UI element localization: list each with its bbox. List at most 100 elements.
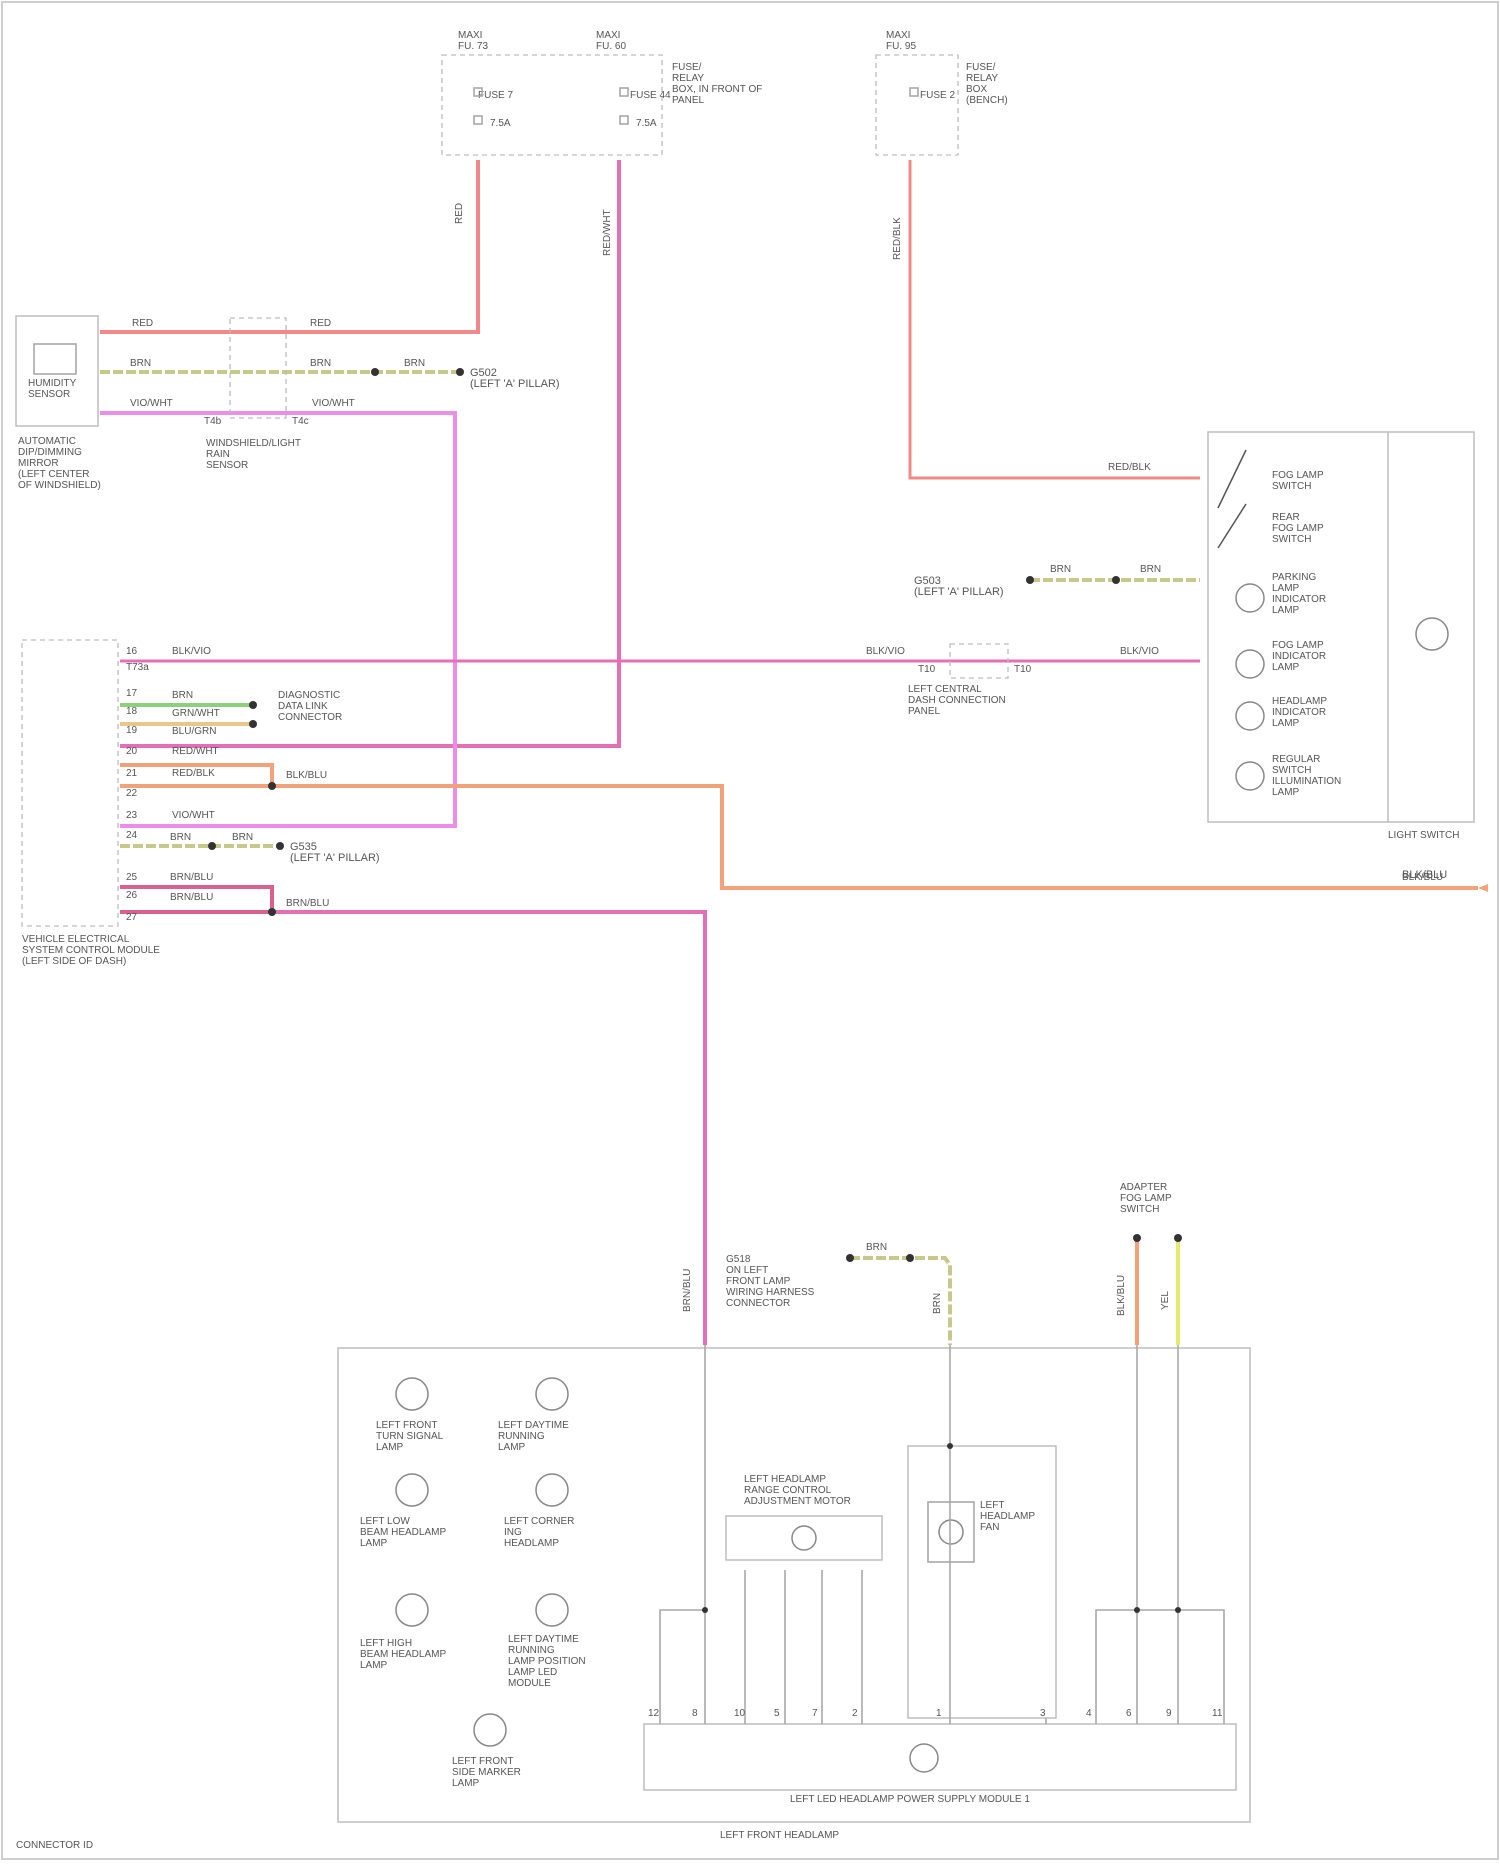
pin-p12: 11 <box>1212 1708 1223 1719</box>
light-switch-caption: LIGHT SWITCH <box>1388 830 1459 841</box>
power-module-caption: LEFT LED HEADLAMP POWER SUPPLY MODULE 1 <box>790 1794 1030 1805</box>
wire-label-m3: BLU/GRN <box>172 726 216 737</box>
wire-label-right-vert: RED/BLK <box>892 217 903 260</box>
wire-label-bottom-vert: BRN/BLU <box>682 1269 693 1312</box>
wire-label-right-brn-b: BRN <box>1140 564 1161 575</box>
wire-label-m9: BRN <box>232 832 253 843</box>
pin-p10: 6 <box>1126 1708 1132 1719</box>
pin-p2: 8 <box>692 1708 698 1719</box>
pin-p8: 3 <box>1040 1708 1046 1719</box>
rear-fog-switch-contact-icon <box>1218 504 1246 548</box>
pin-c2: T4c <box>292 416 309 427</box>
turn-signal-lamp-icon <box>396 1378 428 1410</box>
fuse-2-row1: FUSE 44 <box>630 90 671 101</box>
parking-lamp-icon <box>1236 584 1264 612</box>
high-beam-lamp-icon <box>396 1594 428 1626</box>
fuse-3-heading: MAXIFU. 95 <box>886 30 916 52</box>
wire-label-blkvio-mid: BLK/VIO <box>866 646 905 657</box>
cornering-lamp-icon <box>536 1474 568 1506</box>
internal-wiring <box>660 1345 1224 1724</box>
wire-label-m8: BRN <box>170 832 191 843</box>
wire-label-red-splice: RED <box>310 318 331 329</box>
wire-label-blkvio-right: BLK/VIO <box>1120 646 1159 657</box>
wire-label-vio-2: VIO/WHT <box>312 398 355 409</box>
lamp-3: LEFT LOWBEAM HEADLAMPLAMP <box>360 1516 446 1549</box>
pin-m12: 26 <box>126 890 138 901</box>
fan-caption: LEFTHEADLAMPFAN <box>980 1500 1035 1533</box>
fuse-2-row2: 7.5A <box>636 118 657 129</box>
wire-label-right-switch: RED/BLK <box>1108 462 1151 473</box>
wire-label-m6: BLK/BLU <box>286 770 327 781</box>
wire-label-red-top: RED <box>454 203 465 224</box>
pin-p7: 1 <box>936 1708 942 1719</box>
adapter-node-2 <box>1174 1234 1182 1242</box>
headlamp-indicator-icon <box>1236 702 1264 730</box>
wire-label-bottom-brn: BRN <box>866 1242 887 1253</box>
wire-label-red-sensor: RED <box>132 318 153 329</box>
pin-ic1: T10 <box>918 664 936 675</box>
pin-ic2: T10 <box>1014 664 1032 675</box>
ground-3: G535(LEFT 'A' PILLAR) <box>290 841 380 864</box>
position-lamp-icon <box>536 1594 568 1626</box>
fan-icon <box>939 1520 963 1544</box>
pin-p4: 5 <box>774 1708 780 1719</box>
side-marker-lamp-icon <box>474 1714 506 1746</box>
wire-label-m10: BRN/BLU <box>170 872 213 883</box>
wire-label-brn-1: BRN <box>130 358 151 369</box>
splice-node <box>371 368 379 376</box>
fog-lamp-indicator-icon <box>1236 650 1264 678</box>
wire-red-blk <box>910 160 1200 478</box>
illumination-lamp-icon <box>1236 762 1264 790</box>
led-power-supply-module: LEFT LED HEADLAMP POWER SUPPLY MODULE 1 <box>644 1724 1236 1805</box>
humidity-sensor: HUMIDITYSENSOR AUTOMATICDIP/DIMMINGMIRRO… <box>16 316 101 491</box>
fuse-1-row1: FUSE 7 <box>478 90 513 101</box>
wire-label-brn-2: BRN <box>310 358 331 369</box>
pin-p3: 10 <box>734 1708 746 1719</box>
fuse-1-row2: 7.5A <box>490 118 511 129</box>
module-node-2 <box>208 842 216 850</box>
wire-label-vio-1: VIO/WHT <box>130 398 173 409</box>
wire-label-blkvio-left: BLK/VIO <box>172 646 211 657</box>
dlc-node-2 <box>249 720 257 728</box>
power-module-icon <box>910 1744 938 1772</box>
low-beam-lamp-icon <box>396 1474 428 1506</box>
ground-node-4a <box>846 1254 854 1262</box>
drl-lamp-icon <box>536 1378 568 1410</box>
pin-m2: T73a <box>126 662 149 673</box>
int-node-1 <box>702 1607 708 1613</box>
wire-label-bottom-brn-vert: BRN <box>932 1293 943 1314</box>
ground-node-3 <box>276 842 284 850</box>
dlc-node-1 <box>249 701 257 709</box>
ground-1: G502(LEFT 'A' PILLAR) <box>470 367 560 390</box>
fog-switch-contact-icon <box>1218 450 1246 508</box>
pin-p11: 9 <box>1166 1708 1172 1719</box>
pin-m11: 25 <box>126 872 138 883</box>
ground-node-1 <box>456 368 464 376</box>
wire-label-m12: BRN/BLU <box>286 898 329 909</box>
inline-connector-caption: LEFT CENTRALDASH CONNECTIONPANEL <box>908 684 1006 717</box>
wire-label-orange-long: BLK/BLU <box>1402 872 1443 883</box>
wire-label-m11: BRN/BLU <box>170 892 213 903</box>
wire-label-m4: RED/WHT <box>172 746 219 757</box>
pin-m6: 20 <box>126 746 138 757</box>
pin-m1: 16 <box>126 646 138 657</box>
